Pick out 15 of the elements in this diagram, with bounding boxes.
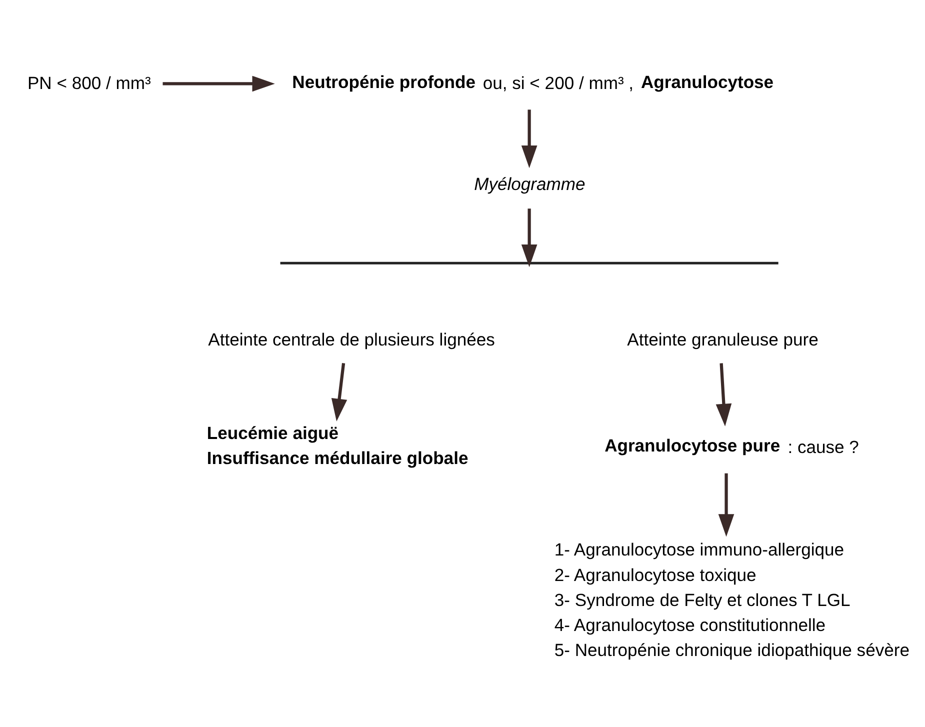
node-bar [280,262,778,264]
arrow [716,363,732,426]
node-text: 1- Agranulocytose immuno-allergique 2- Agranulocytose toxique 3- Syndrome de Felty et clones T LGL 4- Agranulocytose constitutionnelle 5- Neutropénie chronique idiopathique sévère [554,540,910,660]
node-text: Atteinte granuleuse pure [627,330,818,350]
node-text: Leucémie aiguë Insuffisance médullaire globale [206,423,468,468]
node-text: Atteinte centrale de plusieurs lignées [208,330,495,350]
arrow [331,363,348,422]
node-text: Agranulocytose pure : cause ? [604,436,859,457]
arrow [718,473,734,537]
arrow [521,110,538,168]
arrow [162,76,275,92]
node-text: PN < 800 / mm³ [27,73,151,94]
node-text: Neutropénie profonde ou, si < 200 / mm³ , Agranulocytose [292,72,774,94]
arrow [521,208,538,268]
node-text: Myélogramme [474,174,586,194]
